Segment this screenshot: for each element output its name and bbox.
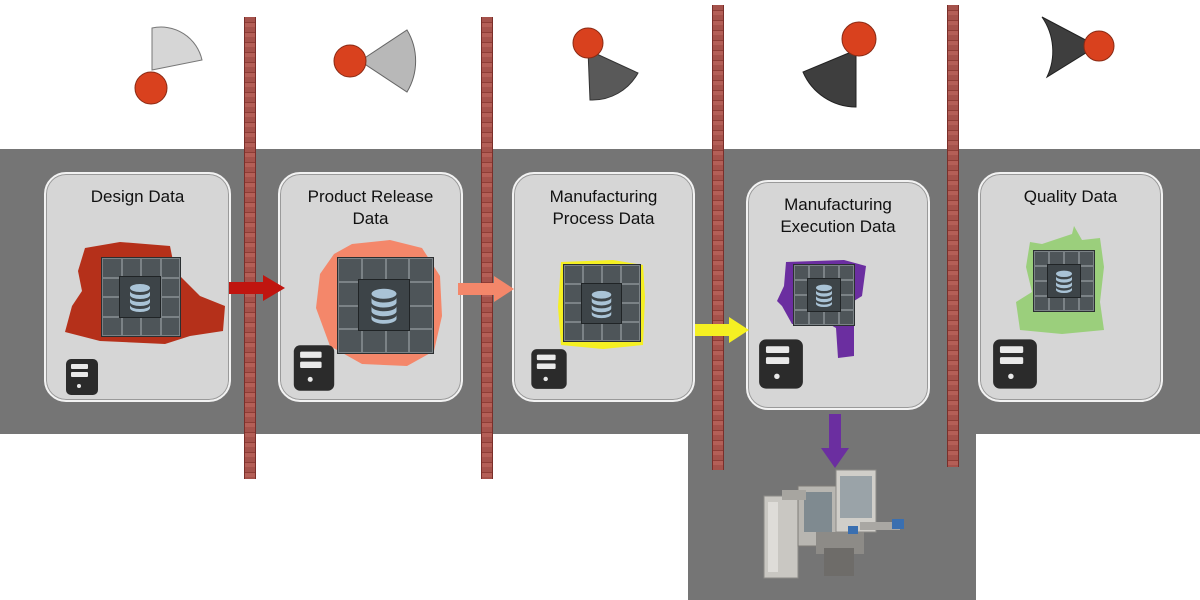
server-icon <box>66 359 98 395</box>
stage-title: Product Release Data <box>307 187 434 228</box>
actor-fan-icon-3 <box>572 27 639 101</box>
server-icon <box>293 345 335 391</box>
arrow-down-icon <box>821 414 849 468</box>
database-icon <box>1047 264 1081 298</box>
server-icon <box>759 339 803 389</box>
stage-design-data: Design Data <box>44 172 231 402</box>
stage-title: Design Data <box>90 187 185 206</box>
server-icon <box>993 339 1037 389</box>
database-icon <box>119 276 161 318</box>
database-icon <box>358 279 410 331</box>
silo-wall-4 <box>947 5 959 467</box>
silo-wall-1 <box>244 17 256 479</box>
silo-wall-3 <box>712 5 724 470</box>
stage-title: Manufacturing Process Data <box>549 187 658 228</box>
arrow-right-icon <box>229 275 285 301</box>
server-icon <box>531 349 567 389</box>
arrow-right-icon <box>695 317 749 343</box>
actor-fan-icon-2 <box>333 29 417 93</box>
silo-wall-2 <box>481 17 493 479</box>
machine-icon <box>763 469 904 579</box>
database-icon <box>807 278 841 312</box>
database-icon <box>581 283 622 324</box>
actor-fan-icon-1 <box>134 26 203 105</box>
actor-fan-icon-4 <box>802 21 877 108</box>
actor-fan-icon-5 <box>1041 16 1115 79</box>
stage-title: Quality Data <box>1023 187 1118 206</box>
arrow-right-icon <box>458 276 514 302</box>
stage-title: Manufacturing Execution Data <box>780 195 896 236</box>
